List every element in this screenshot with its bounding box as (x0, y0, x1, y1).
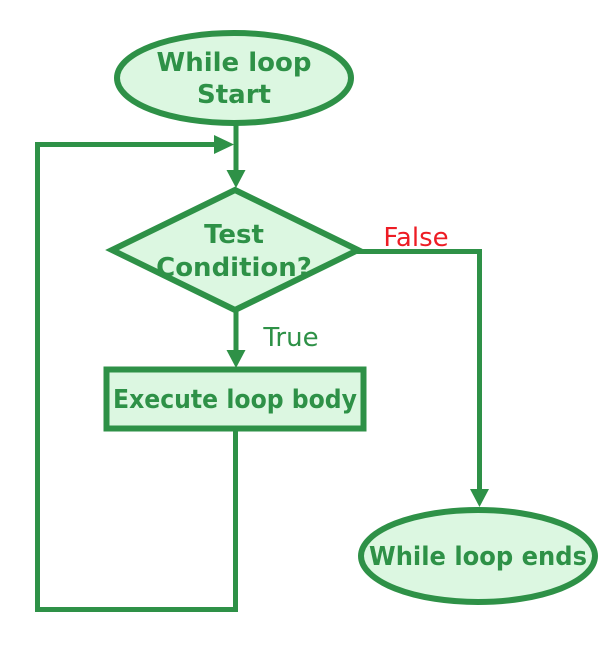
body-node (103, 366, 367, 432)
condition-node-label-line2: Condition? (156, 253, 312, 283)
loop-back-arrowhead-icon (214, 135, 234, 154)
loop-back-edge (35, 142, 238, 612)
false-edge-arrowhead-icon (470, 489, 489, 507)
start-node-label-line1: While loop (157, 48, 312, 78)
body-node-label: Execute loop body (113, 385, 357, 415)
condition-node (105, 186, 365, 314)
start-node (114, 30, 354, 126)
true-edge-arrowhead-icon (226, 350, 246, 368)
end-node (358, 507, 598, 605)
true-edge-label: True (262, 323, 318, 353)
condition-node-label-line1: Test (204, 220, 264, 250)
false-edge (357, 249, 482, 492)
start-node-label-line2: Start (197, 80, 271, 110)
false-edge-label: False (383, 223, 448, 253)
start-to-condition-arrowhead-icon (226, 170, 246, 188)
end-node-label: While loop ends (369, 542, 587, 572)
